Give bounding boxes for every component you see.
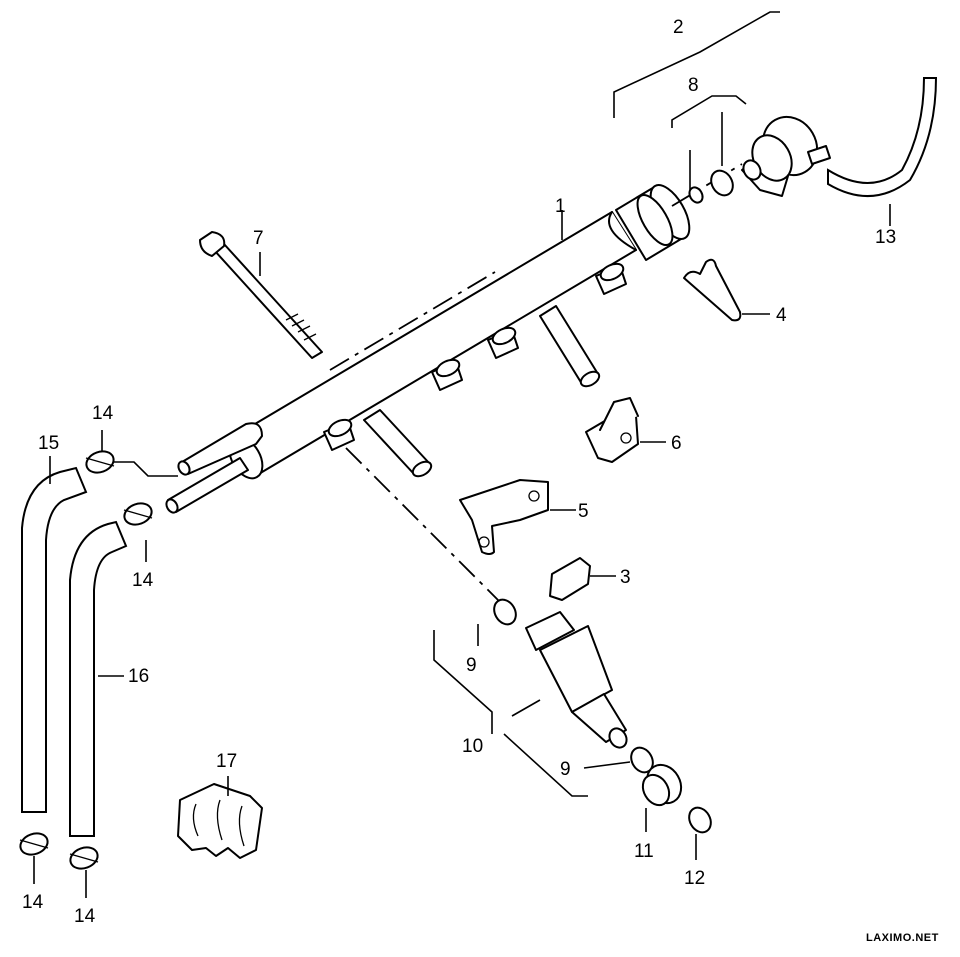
label-3: 3 <box>620 567 631 588</box>
mounting-bolt <box>199 231 323 359</box>
label-16: 16 <box>128 666 149 687</box>
hose-clamp <box>69 846 99 870</box>
label-7: 7 <box>253 228 264 249</box>
label-13: 13 <box>875 227 896 248</box>
label-17: 17 <box>216 751 237 772</box>
label-9-upper: 9 <box>466 655 477 676</box>
label-1: 1 <box>555 196 566 217</box>
label-14-c: 14 <box>22 892 44 913</box>
bracket-upper <box>585 397 639 463</box>
o-ring-9-upper <box>493 598 517 626</box>
retaining-clip <box>683 258 742 322</box>
pressure-regulator <box>741 115 831 197</box>
label-9-lower: 9 <box>560 759 571 780</box>
label-14-d: 14 <box>74 906 96 927</box>
label-14-a: 14 <box>92 403 114 424</box>
injector-cup <box>431 358 463 391</box>
label-2: 2 <box>673 17 684 38</box>
label-11: 11 <box>634 841 654 862</box>
hose-holder <box>177 783 263 859</box>
hose-clamp <box>85 450 115 474</box>
injector-clip <box>549 557 591 601</box>
injector-cup <box>487 326 519 359</box>
leader-lines <box>33 11 891 898</box>
vacuum-hose <box>827 77 938 197</box>
o-ring-small <box>688 186 704 204</box>
label-14-b: 14 <box>132 570 154 591</box>
fuel-injector <box>525 611 628 749</box>
watermark: LAXIMO.NET <box>866 932 939 944</box>
injector-cup <box>595 262 627 295</box>
hose-clamp <box>123 502 153 526</box>
bracket-lower <box>459 479 549 555</box>
label-12: 12 <box>684 868 705 889</box>
fuel-hose-15 <box>21 466 88 813</box>
label-15: 15 <box>38 433 59 454</box>
label-5: 5 <box>578 501 589 522</box>
label-8: 8 <box>688 75 699 96</box>
fuel-hose-16 <box>69 520 128 837</box>
injector-seal <box>641 763 683 807</box>
o-ring-large <box>710 169 734 197</box>
injector-cup <box>323 418 355 451</box>
fuel-rail <box>165 184 691 514</box>
label-10: 10 <box>462 736 483 757</box>
label-6: 6 <box>671 433 682 454</box>
label-4: 4 <box>776 305 787 326</box>
hose-clamp <box>19 832 49 856</box>
o-ring-12 <box>688 806 712 834</box>
